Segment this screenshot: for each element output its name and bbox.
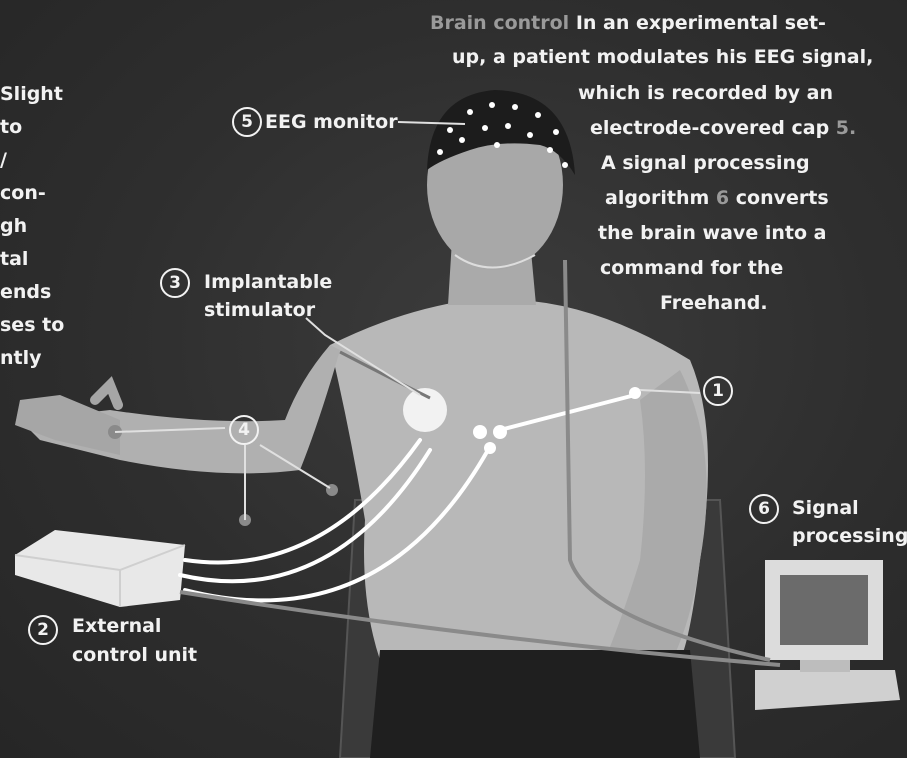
intro-line-3: which is recorded by an (578, 76, 833, 110)
intro-text: algorithm (605, 187, 709, 209)
intro-text: In an experimental set- (576, 12, 826, 34)
intro-heading: Brain control (430, 12, 569, 34)
intro-line-8: command for the (600, 251, 783, 285)
ref-cap: 5. (836, 117, 856, 139)
left-fragment: tal (0, 243, 64, 276)
intro-line-5: A signal processing (601, 146, 810, 180)
callout-4-badge: 4 (229, 415, 259, 445)
left-fragment: ses to (0, 309, 64, 342)
intro-text: electrode-covered cap (590, 117, 829, 139)
left-fragment: ntly (0, 342, 64, 375)
control-unit-label-line-2: control unit (72, 643, 197, 667)
signal-processing-label-line-2: processing (792, 524, 907, 548)
stimulator-label-line-1: Implantable (204, 270, 332, 294)
left-fragment: to (0, 111, 64, 144)
intro-text: converts (736, 187, 829, 209)
left-text-column: Slight to / con- gh tal ends ses to ntly (0, 78, 64, 375)
left-fragment: ends (0, 276, 64, 309)
control-unit-label-line-1: External (72, 614, 161, 638)
callout-2-badge: 2 (28, 615, 58, 645)
left-fragment: con- (0, 177, 64, 210)
intro-line-9: Freehand. (660, 286, 768, 320)
pants (370, 650, 700, 758)
intro-line-1: Brain control In an experimental set- (430, 6, 826, 40)
stimulator-label-line-2: stimulator (204, 298, 315, 322)
intro-line-4: electrode-covered cap 5. (590, 111, 856, 145)
callout-5-badge: 5 (232, 107, 262, 137)
eeg-monitor-label: EEG monitor (265, 110, 398, 134)
left-fragment: / (0, 144, 64, 177)
callout-3-badge: 3 (160, 268, 190, 298)
ref-algo: 6 (716, 187, 729, 209)
callout-1-badge: 1 (703, 376, 733, 406)
intro-line-6: algorithm 6 converts (605, 181, 829, 215)
left-fragment: Slight (0, 78, 64, 111)
signal-processing-label-line-1: Signal (792, 496, 859, 520)
control-unit-box (15, 530, 185, 607)
computer-base (755, 670, 900, 710)
callout-6-badge: 6 (749, 494, 779, 524)
intro-line-7: the brain wave into a (598, 216, 826, 250)
left-fragment: gh (0, 210, 64, 243)
intro-line-2: up, a patient modulates his EEG signal, (452, 40, 873, 74)
